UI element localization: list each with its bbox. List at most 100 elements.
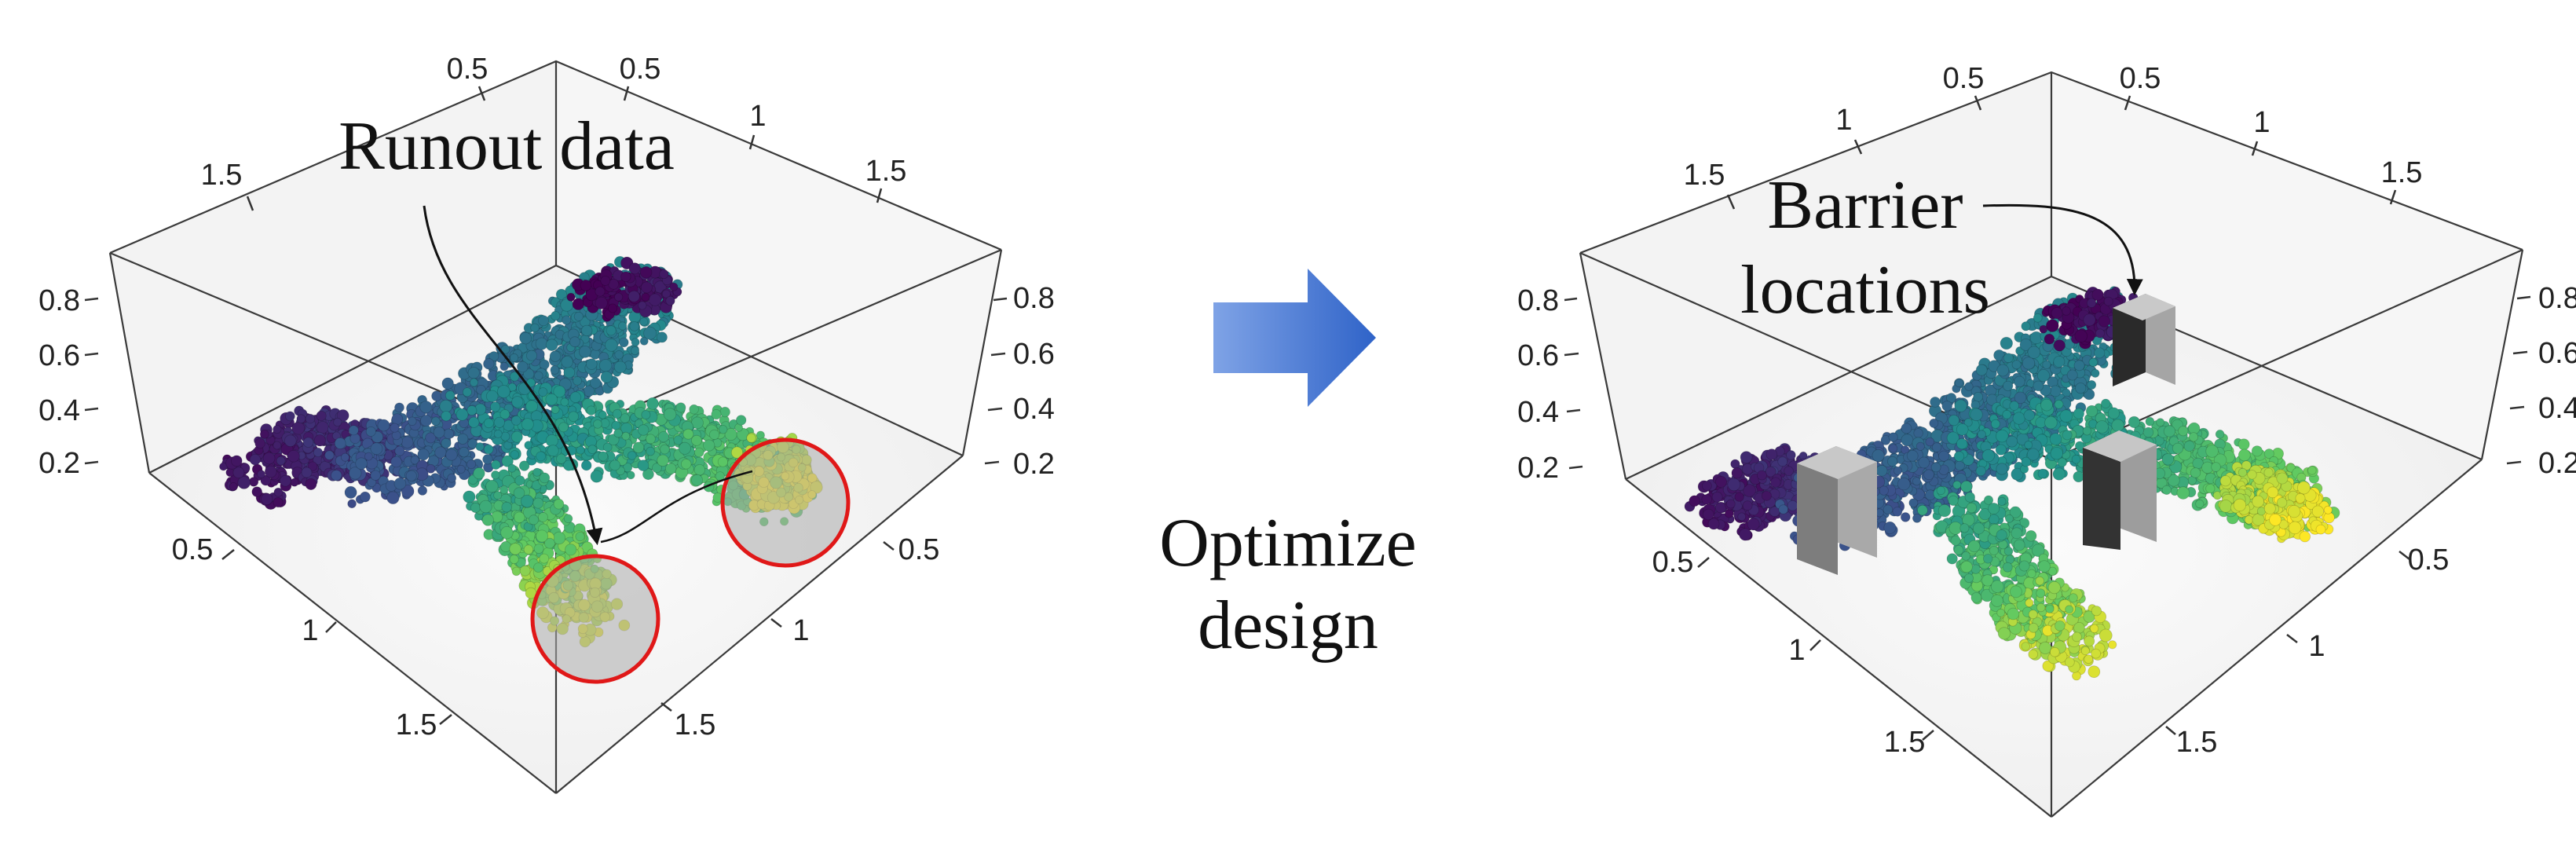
right-particle <box>1737 512 1747 522</box>
right-particle <box>2033 313 2043 323</box>
left-particle <box>675 402 686 413</box>
left-particle <box>264 465 277 478</box>
left-particle <box>659 269 669 280</box>
left-particle <box>663 408 677 421</box>
left-particle <box>459 446 470 458</box>
left-particle <box>536 529 549 543</box>
left-particle <box>679 441 692 455</box>
left-particle <box>613 292 624 302</box>
right-particle <box>2044 333 2055 345</box>
right-particle <box>2188 432 2199 442</box>
left-particle <box>439 399 453 413</box>
left-particle <box>703 439 715 452</box>
right-particle <box>1711 491 1723 503</box>
right-particle <box>2086 298 2097 309</box>
left-particle <box>470 503 481 514</box>
left-particle <box>493 491 503 500</box>
left-particle <box>614 350 624 360</box>
left-particle <box>717 456 729 467</box>
left-particle <box>445 448 458 461</box>
right-particle <box>1897 477 1911 491</box>
left-particle <box>639 336 649 346</box>
left-particle <box>485 479 499 493</box>
left-particle <box>545 339 558 352</box>
left-panel-tick-z-right: 0.8 <box>1013 282 1055 315</box>
left-particle <box>533 371 543 381</box>
left-particle <box>260 474 272 486</box>
left-particle <box>491 470 500 480</box>
right-particle <box>1953 451 1965 462</box>
left-particle <box>232 467 245 479</box>
left-particle <box>629 320 640 331</box>
left-particle <box>563 366 576 379</box>
left-particle <box>568 411 579 423</box>
left-back-wall-left <box>110 61 556 473</box>
left-particle <box>364 452 373 461</box>
left-particle <box>401 436 414 448</box>
left-particle <box>370 442 383 456</box>
left-particle <box>273 424 282 434</box>
left-particle <box>443 428 454 440</box>
right-particle <box>1964 382 1974 391</box>
left-particle <box>284 411 295 422</box>
right-particle <box>1742 500 1753 511</box>
left-particle <box>612 408 623 419</box>
right-particle <box>2000 336 2014 350</box>
left-particle <box>386 491 400 505</box>
left-particle <box>457 433 469 445</box>
left-runout-particles <box>219 255 823 648</box>
right-particle <box>2003 380 2014 391</box>
left-particle <box>691 434 703 446</box>
left-particle <box>681 459 692 470</box>
left-particle <box>417 448 430 461</box>
left-particle <box>431 390 442 402</box>
left-panel-tick-z-left: 0.4 <box>38 394 80 427</box>
left-particle <box>539 359 550 370</box>
right-particle <box>1954 378 1964 388</box>
left-particle <box>560 397 569 407</box>
right-particle <box>1912 514 1922 523</box>
tick-mark <box>883 541 895 551</box>
left-annotation: Runout data <box>338 108 675 185</box>
left-particle <box>539 472 551 484</box>
left-particle <box>257 470 266 478</box>
right-particle <box>2022 357 2036 370</box>
left-particle <box>462 387 472 397</box>
right-particle <box>2049 385 2062 397</box>
right-particle <box>1990 419 2000 429</box>
right-particle <box>2215 429 2225 439</box>
left-particle <box>507 463 517 473</box>
left-back-wall-right <box>556 61 1001 456</box>
right-particle <box>2003 353 2014 364</box>
left-particle <box>365 426 376 437</box>
left-particle <box>336 409 349 422</box>
right-particle <box>1787 500 1798 511</box>
left-particle <box>510 430 523 443</box>
right-particle <box>1918 456 1930 469</box>
left-particle <box>313 434 326 447</box>
left-particle <box>581 324 593 337</box>
left-particle <box>301 467 313 478</box>
left-particle <box>637 459 649 471</box>
left-particle <box>621 431 631 441</box>
left-particle <box>287 449 300 463</box>
right-particle <box>1901 423 1912 434</box>
right-particle <box>1900 512 1911 522</box>
left-particle <box>665 295 675 306</box>
left-particle <box>497 385 510 398</box>
left-particle <box>481 514 494 526</box>
left-panel-tick-z-right: 0.2 <box>1013 448 1055 481</box>
left-particle <box>657 430 670 443</box>
right-particle <box>1996 364 2010 377</box>
right-particle <box>1701 494 1712 505</box>
tick-mark <box>84 460 99 465</box>
right-particle <box>1730 459 1740 469</box>
right-particle <box>1747 518 1760 531</box>
right-particle <box>1956 437 1968 450</box>
left-particle <box>526 350 538 361</box>
left-particle <box>333 417 342 427</box>
left-panel-tick-bottom-left: 1 <box>302 614 318 647</box>
left-particle <box>538 315 550 327</box>
left-particle <box>405 470 417 481</box>
right-particle <box>2037 468 2048 479</box>
